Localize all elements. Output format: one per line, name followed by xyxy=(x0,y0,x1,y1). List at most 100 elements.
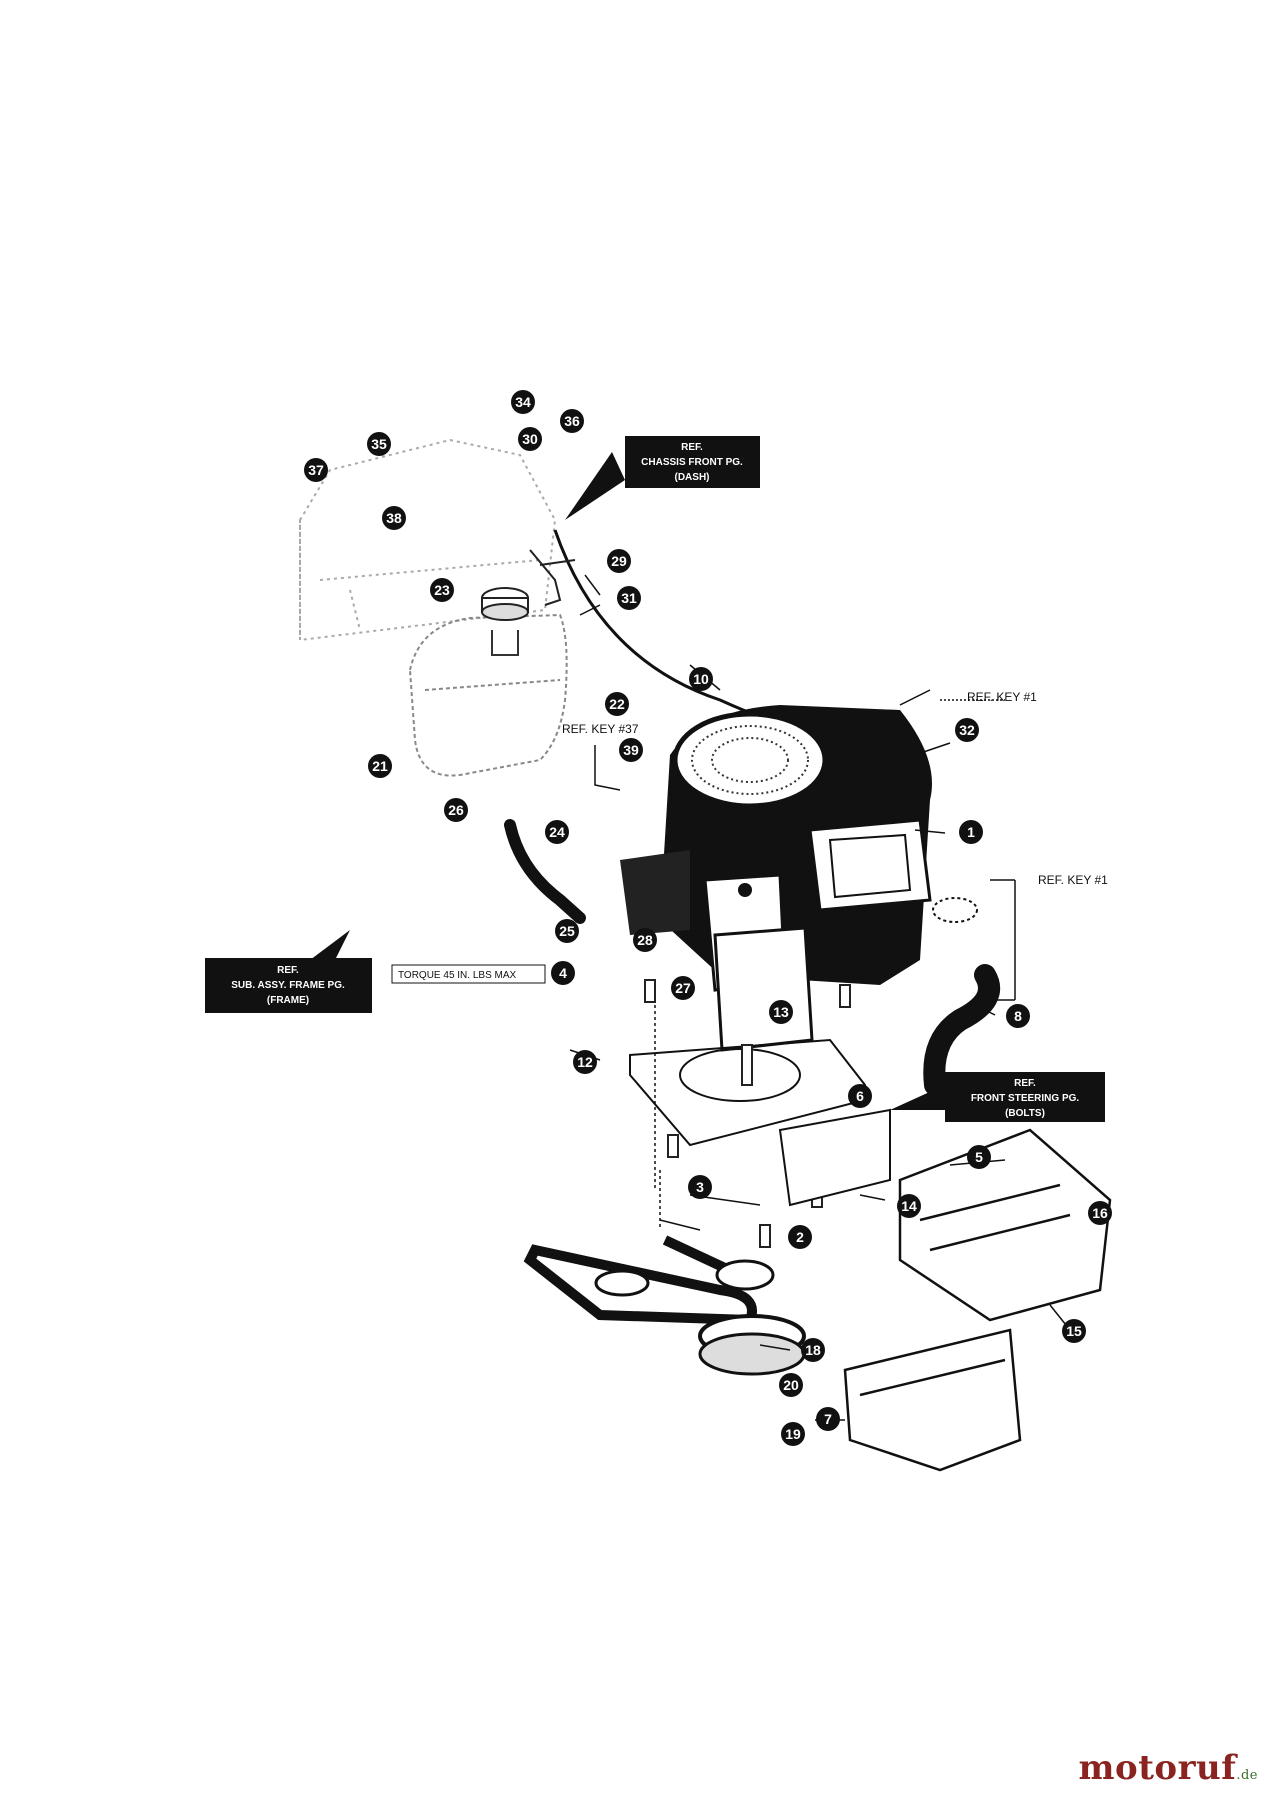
ref-box-chassis-line-2: CHASSIS FRONT PG. xyxy=(641,457,743,468)
svg-text:4: 4 xyxy=(559,965,567,981)
callout-37: 37 xyxy=(304,458,328,482)
callout-18: 18 xyxy=(801,1338,825,1362)
svg-text:29: 29 xyxy=(611,553,627,569)
svg-text:19: 19 xyxy=(785,1426,801,1442)
svg-text:32: 32 xyxy=(959,722,975,738)
callout-8: 8 xyxy=(1006,1004,1030,1028)
ref-box-steering-line-2: FRONT STEERING PG. xyxy=(971,1093,1080,1104)
callout-35: 35 xyxy=(367,432,391,456)
callout-27: 27 xyxy=(671,976,695,1000)
fuel-cap xyxy=(481,587,529,656)
callout-13: 13 xyxy=(769,1000,793,1024)
ref-box-chassis-line-3: (DASH) xyxy=(675,472,710,483)
engine-assembly xyxy=(620,705,932,992)
svg-text:27: 27 xyxy=(675,980,691,996)
callout-29: 29 xyxy=(607,549,631,573)
svg-text:15: 15 xyxy=(1066,1323,1082,1339)
svg-text:24: 24 xyxy=(549,824,565,840)
callout-25: 25 xyxy=(555,919,579,943)
svg-text:26: 26 xyxy=(448,802,464,818)
torque-note-text: TORQUE 45 IN. LBS MAX xyxy=(398,970,517,981)
drive-belt-and-pulley xyxy=(523,1235,806,1376)
callout-19: 19 xyxy=(781,1422,805,1446)
svg-text:20: 20 xyxy=(783,1377,799,1393)
ref-box-frame-line-3: (FRAME) xyxy=(267,995,309,1006)
callout-36: 36 xyxy=(560,409,584,433)
callout-24: 24 xyxy=(545,820,569,844)
svg-text:23: 23 xyxy=(434,582,450,598)
ref-box-steering-line-1: REF. xyxy=(1014,1078,1036,1089)
ref-box-chassis-front: REF. CHASSIS FRONT PG. (DASH) xyxy=(565,436,760,520)
svg-text:16: 16 xyxy=(1092,1205,1108,1221)
callout-2: 2 xyxy=(788,1225,812,1249)
ref-box-front-steering: REF. FRONT STEERING PG. (BOLTS) xyxy=(890,1072,1105,1122)
callout-21: 21 xyxy=(368,754,392,778)
callout-5: 5 xyxy=(967,1145,991,1169)
callout-23: 23 xyxy=(430,578,454,602)
callout-28: 28 xyxy=(633,928,657,952)
svg-text:28: 28 xyxy=(637,932,653,948)
svg-text:7: 7 xyxy=(824,1411,832,1427)
steering-bracket xyxy=(778,1108,891,1207)
callout-39: 39 xyxy=(619,738,643,762)
svg-text:14: 14 xyxy=(901,1198,917,1214)
ref-box-frame-line-1: REF. xyxy=(277,965,299,976)
dash-panel-outline xyxy=(299,438,557,642)
svg-text:5: 5 xyxy=(975,1149,983,1165)
svg-text:6: 6 xyxy=(856,1088,864,1104)
throttle-control xyxy=(529,549,576,606)
callout-38: 38 xyxy=(382,506,406,530)
torque-note: TORQUE 45 IN. LBS MAX xyxy=(391,964,546,984)
svg-text:22: 22 xyxy=(609,696,625,712)
svg-text:2: 2 xyxy=(796,1229,804,1245)
callout-3: 3 xyxy=(688,1175,712,1199)
svg-text:21: 21 xyxy=(372,758,388,774)
ref-box-frame-line-2: SUB. ASSY. FRAME PG. xyxy=(231,980,345,991)
callout-12: 12 xyxy=(573,1050,597,1074)
callout-32: 32 xyxy=(955,718,979,742)
svg-text:3: 3 xyxy=(696,1179,704,1195)
callout-10: 10 xyxy=(689,667,713,691)
svg-text:37: 37 xyxy=(308,462,324,478)
svg-text:25: 25 xyxy=(559,923,575,939)
callout-16: 16 xyxy=(1088,1201,1112,1225)
ref-box-steering-line-3: (BOLTS) xyxy=(1005,1108,1045,1119)
ref-box-chassis-line-1: REF. xyxy=(681,442,703,453)
callout-4: 4 xyxy=(551,961,575,985)
callout-15: 15 xyxy=(1062,1319,1086,1343)
ref-box-sub-assy-frame: REF. SUB. ASSY. FRAME PG. (FRAME) xyxy=(205,930,372,1013)
muffler-heat-shield xyxy=(713,926,814,1052)
svg-text:10: 10 xyxy=(693,671,709,687)
exhaust-pipe xyxy=(923,897,1000,1096)
callout-14: 14 xyxy=(897,1194,921,1218)
svg-text:39: 39 xyxy=(623,742,639,758)
callout-31: 31 xyxy=(617,586,641,610)
callout-30: 30 xyxy=(518,427,542,451)
rear-shroud xyxy=(843,1128,1112,1472)
callout-26: 26 xyxy=(444,798,468,822)
fuel-tank xyxy=(408,613,568,777)
callout-6: 6 xyxy=(848,1084,872,1108)
ref-key-37: REF. KEY #37 xyxy=(562,722,639,736)
ref-key-1-top: REF. KEY #1 xyxy=(967,690,1037,704)
brand-suffix: .de xyxy=(1236,1768,1258,1783)
svg-text:34: 34 xyxy=(515,394,531,410)
callout-34: 34 xyxy=(511,390,535,414)
callout-7: 7 xyxy=(816,1407,840,1431)
svg-text:8: 8 xyxy=(1014,1008,1022,1024)
svg-text:13: 13 xyxy=(773,1004,789,1020)
svg-text:30: 30 xyxy=(522,431,538,447)
callout-20: 20 xyxy=(779,1373,803,1397)
svg-text:36: 36 xyxy=(564,413,580,429)
svg-text:1: 1 xyxy=(967,824,975,840)
callout-22: 22 xyxy=(605,692,629,716)
svg-text:18: 18 xyxy=(805,1342,821,1358)
svg-text:31: 31 xyxy=(621,590,637,606)
svg-text:38: 38 xyxy=(386,510,402,526)
ref-key-1-side: REF. KEY #1 xyxy=(1038,873,1108,887)
svg-text:12: 12 xyxy=(577,1054,593,1070)
brand-name: motoruf xyxy=(1078,1748,1237,1788)
callout-1: 1 xyxy=(959,820,983,844)
brand-watermark: motoruf.de xyxy=(1079,1748,1258,1788)
